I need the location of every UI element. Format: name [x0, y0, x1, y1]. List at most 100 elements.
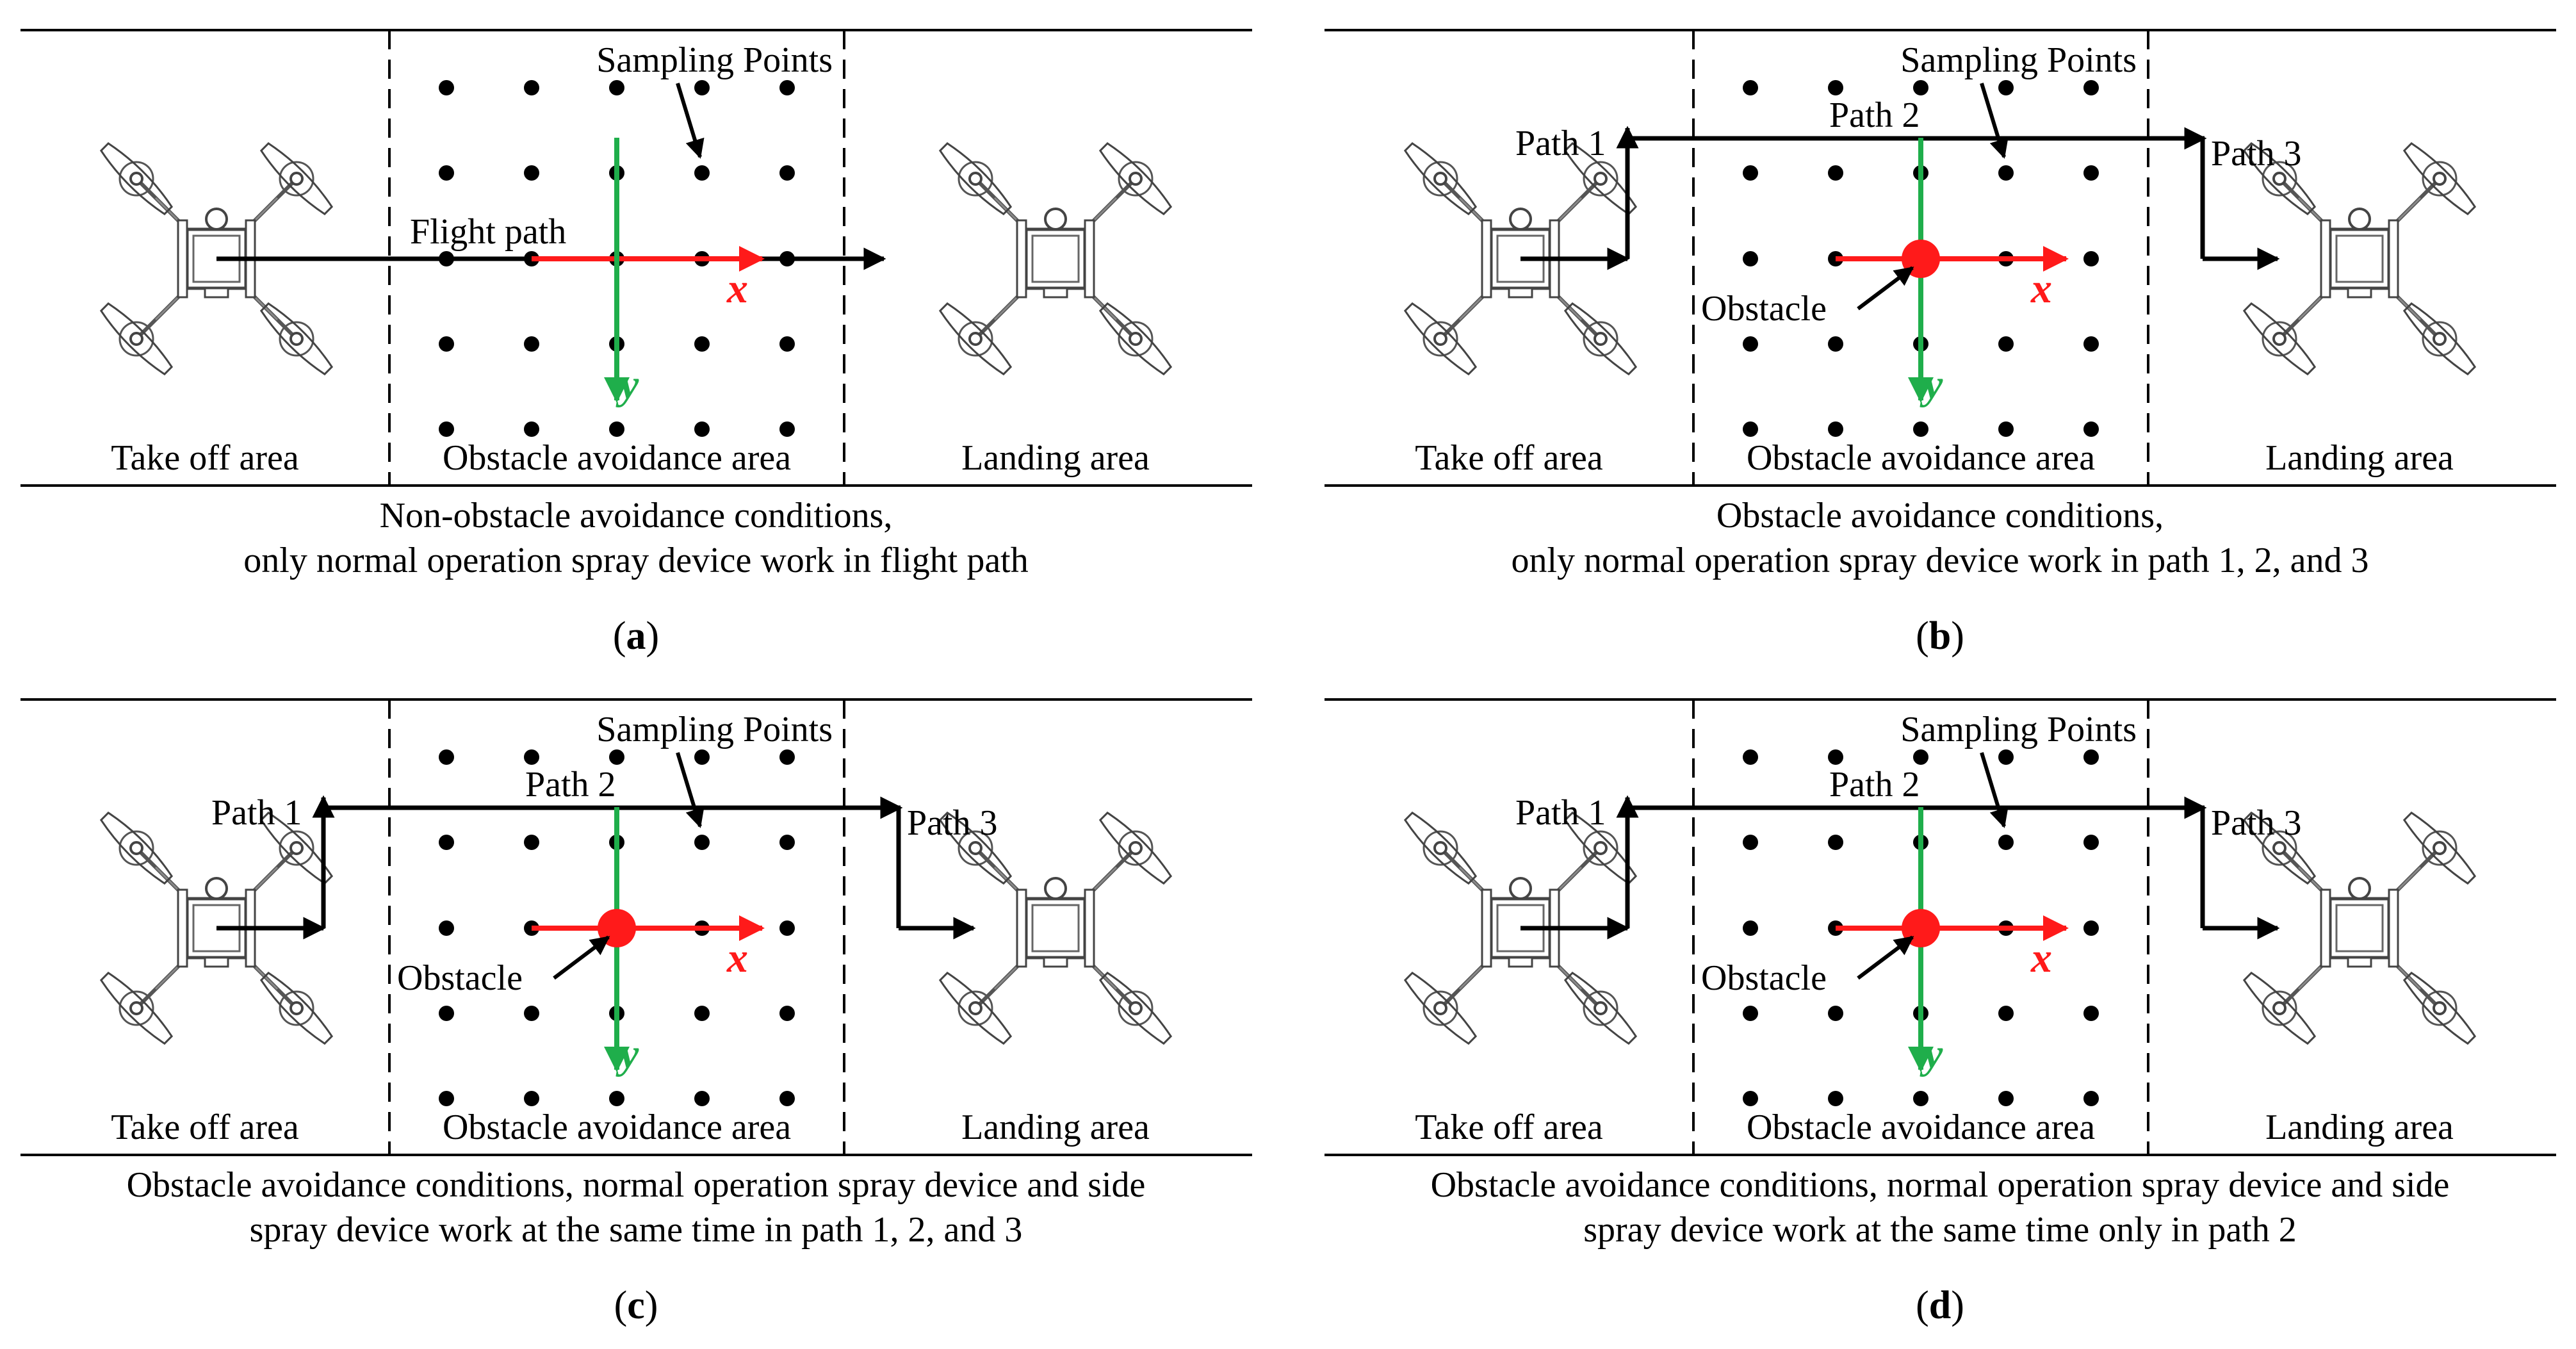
panel-label-close: ) [1951, 1284, 1964, 1327]
x-axis-label: x [726, 265, 748, 312]
sampling-point [1913, 749, 1928, 765]
panel-label-close: ) [645, 1284, 658, 1327]
sampling-point [439, 749, 454, 765]
sampling-point [609, 80, 624, 95]
sampling-point [439, 1006, 454, 1021]
sampling-point [1743, 251, 1758, 266]
sampling-point [2083, 421, 2099, 437]
sampling-point [1743, 165, 1758, 181]
path-1-label: Path 1 [1515, 124, 1606, 163]
panel-label-open: ( [614, 1284, 628, 1327]
sampling-point [779, 80, 795, 95]
sampling-point [779, 920, 795, 936]
x-axis-label: x [726, 935, 748, 981]
caption-line-2: spray device work at the same time in pa… [250, 1210, 1023, 1250]
sampling-point [1743, 749, 1758, 765]
path-3-label: Path 3 [2211, 803, 2302, 843]
sampling-point [439, 336, 454, 352]
sampling-point [1743, 1006, 1758, 1021]
sampling-point [1998, 835, 2014, 850]
sampling-points-label: Sampling Points [596, 40, 833, 80]
panel-label: (c) [614, 1284, 658, 1327]
panel-label: (a) [613, 614, 659, 658]
y-axis-label: y [615, 1031, 639, 1077]
landing-area-label: Landing area [2265, 1108, 2454, 1147]
path-2-label: Path 2 [525, 765, 616, 805]
caption-line-1: Obstacle avoidance conditions, normal op… [127, 1165, 1146, 1205]
sampling-point [524, 749, 539, 765]
path-1-label: Path 1 [211, 793, 302, 833]
sampling-point [694, 165, 710, 181]
caption-line-1: Obstacle avoidance conditions, [1716, 496, 2164, 536]
obstacle-area-label: Obstacle avoidance area [1747, 1108, 2095, 1147]
takeoff-area-label: Take off area [1415, 438, 1603, 478]
panel-label-open: ( [1916, 614, 1929, 658]
sampling-point [2083, 1091, 2099, 1106]
sampling-point [609, 749, 624, 765]
sampling-point [1828, 835, 1843, 850]
sampling-points-label: Sampling Points [1900, 40, 2137, 80]
sampling-point [1913, 421, 1928, 437]
path-1-label: Path 1 [1515, 793, 1606, 833]
sampling-point [2083, 1006, 2099, 1021]
sampling-point [2083, 165, 2099, 181]
sampling-point [1913, 80, 1928, 95]
sampling-point [524, 336, 539, 352]
sampling-point [2083, 835, 2099, 850]
sampling-point [1828, 1091, 1843, 1106]
sampling-point [439, 1091, 454, 1106]
path-2-label: Path 2 [1829, 765, 1920, 805]
sampling-point [694, 336, 710, 352]
y-axis-label: y [1920, 361, 1943, 408]
takeoff-area-label: Take off area [111, 438, 299, 478]
sampling-point [524, 835, 539, 850]
x-axis-label: x [2030, 265, 2052, 312]
sampling-points-label: Sampling Points [1900, 710, 2137, 749]
sampling-point [524, 1006, 539, 1021]
obstacle-label: Obstacle [1701, 958, 1827, 998]
sampling-pointer-arrow [676, 83, 705, 159]
sampling-point [1743, 80, 1758, 95]
panel-label-open: ( [613, 614, 626, 658]
panel-label-letter: b [1929, 614, 1951, 658]
sampling-point [1998, 749, 2014, 765]
sampling-point [439, 80, 454, 95]
sampling-point [524, 421, 539, 437]
panel-label-letter: a [626, 614, 646, 658]
sampling-point [439, 421, 454, 437]
takeoff-area-label: Take off area [111, 1108, 299, 1147]
y-axis-label: y [615, 361, 639, 408]
obstacle-pointer-arrow [553, 935, 610, 980]
panel-label-close: ) [646, 614, 660, 658]
sampling-point [694, 1091, 710, 1106]
panel-label: (d) [1916, 1284, 1964, 1327]
caption-line-1: Obstacle avoidance conditions, normal op… [1431, 1165, 2450, 1205]
sampling-point [1998, 1091, 2014, 1106]
obstacle-pointer-arrow [1857, 266, 1914, 311]
panel-label-letter: c [627, 1284, 645, 1327]
sampling-point [439, 835, 454, 850]
sampling-point [1828, 1006, 1843, 1021]
flight-path-label: Flight path [410, 212, 566, 252]
sampling-point [779, 421, 795, 437]
caption-line-2: only normal operation spray device work … [243, 541, 1028, 580]
sampling-point [694, 835, 710, 850]
panel-label-letter: d [1929, 1284, 1951, 1327]
sampling-point [609, 1091, 624, 1106]
sampling-point [2083, 251, 2099, 266]
path-3-label: Path 3 [2211, 134, 2302, 174]
caption-line-1: Non-obstacle avoidance conditions, [380, 496, 893, 536]
obstacle-label: Obstacle [397, 958, 523, 998]
sampling-pointer-arrow [676, 752, 705, 828]
sampling-point [1913, 1091, 1928, 1106]
sampling-point [694, 421, 710, 437]
sampling-point [524, 1091, 539, 1106]
sampling-point [1998, 80, 2014, 95]
sampling-point [1828, 165, 1843, 181]
sampling-point [1998, 421, 2014, 437]
path-3-label: Path 3 [907, 803, 998, 843]
path-2-label: Path 2 [1829, 95, 1920, 135]
